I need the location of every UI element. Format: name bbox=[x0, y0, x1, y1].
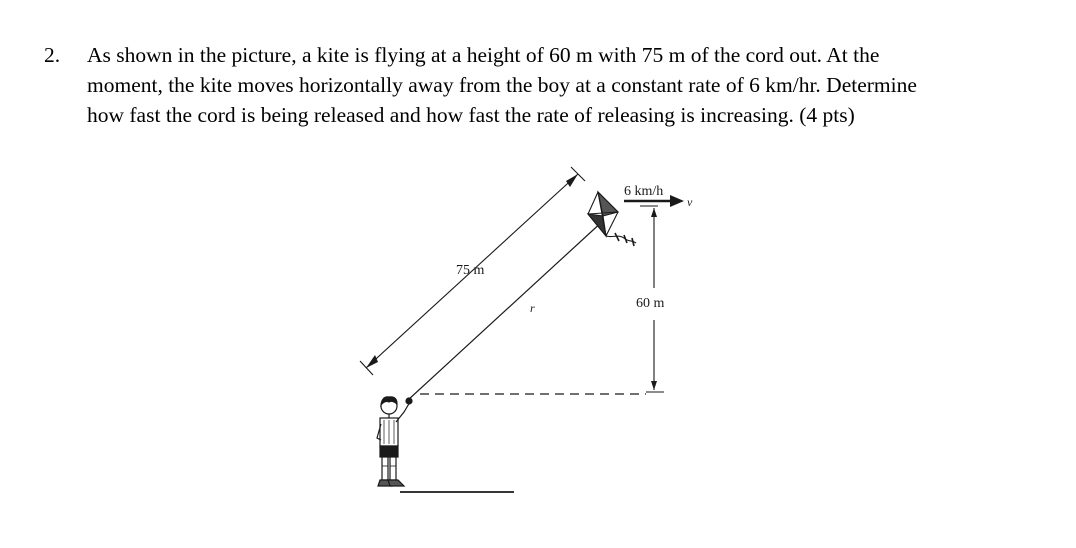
speed-label: 6 km/h bbox=[624, 184, 663, 199]
problem-line-2: moment, the kite moves horizontally away… bbox=[87, 73, 917, 97]
velocity-symbol-label: v bbox=[687, 195, 693, 209]
kite-figure: 75 m r 60 m 6 km/h v bbox=[356, 150, 710, 516]
problem-number: 2. bbox=[44, 43, 61, 67]
problem-line-1: As shown in the picture, a kite is flyin… bbox=[87, 43, 880, 67]
problem-text: As shown in the picture, a kite is flyin… bbox=[87, 40, 1052, 130]
problem-line-3: how fast the cord is being released and … bbox=[87, 103, 855, 127]
cord-variable-label: r bbox=[530, 301, 535, 315]
kite-cord bbox=[407, 219, 605, 401]
velocity-arrow bbox=[624, 195, 684, 207]
height-dimension bbox=[640, 205, 664, 393]
boy-icon bbox=[376, 396, 413, 487]
cord-length-dimension bbox=[359, 166, 586, 376]
kite-icon bbox=[586, 190, 637, 247]
height-label: 60 m bbox=[636, 296, 665, 311]
kite-diagram: 75 m r 60 m 6 km/h v bbox=[359, 166, 693, 493]
cord-length-label: 75 m bbox=[456, 263, 485, 278]
